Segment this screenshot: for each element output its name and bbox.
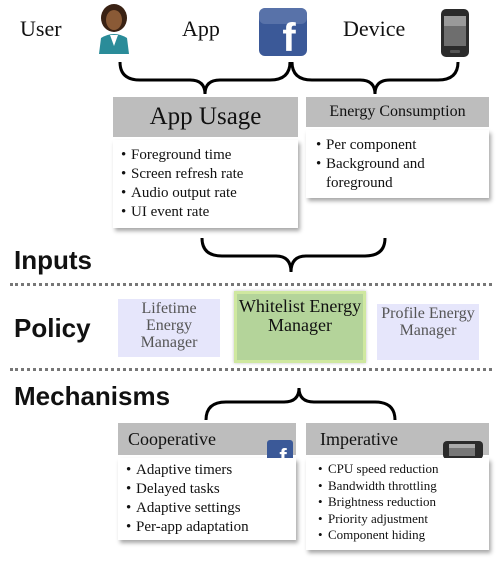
mechanisms-brace	[204, 387, 397, 421]
list-item: Screen refresh rate	[121, 165, 298, 184]
list-item: Bandwidth throttling	[318, 478, 489, 495]
list-item: Per component	[316, 136, 481, 155]
list-item: CPU speed reduction	[318, 461, 489, 478]
list-item: Audio output rate	[121, 184, 298, 203]
svg-text:f: f	[279, 444, 287, 466]
user-label: User	[20, 16, 62, 41]
list-item: Adaptive settings	[126, 499, 296, 518]
app-usage-brace	[118, 61, 292, 95]
app-usage-panel: Foreground time Screen refresh rate Audi…	[113, 140, 298, 228]
list-item: Background and foreground	[316, 155, 481, 193]
mechanisms-heading: Mechanisms	[14, 381, 171, 411]
list-item: Component hiding	[318, 527, 489, 544]
phone-icon	[443, 441, 483, 459]
list-item: Priority adjustment	[318, 511, 489, 528]
energy-brace	[290, 61, 460, 95]
divider	[10, 368, 492, 371]
cooperative-panel: Adaptive timers Delayed tasks Adaptive s…	[118, 458, 296, 540]
list-item: Foreground time	[121, 146, 298, 165]
phone-icon	[440, 8, 470, 58]
inputs-heading: Inputs	[14, 245, 92, 275]
facebook-icon: f	[259, 8, 307, 60]
lifetime-energy-manager: Lifetime Energy Manager	[118, 299, 220, 357]
energy-consumption-panel: Per component Background and foreground	[306, 130, 489, 198]
inputs-brace	[200, 237, 387, 273]
list-item: Brightness reduction	[318, 494, 489, 511]
person-icon	[95, 2, 133, 54]
app-usage-title: App Usage	[113, 97, 298, 137]
list-item: Delayed tasks	[126, 480, 296, 499]
list-item: Adaptive timers	[126, 461, 296, 480]
policy-heading: Policy	[14, 313, 91, 343]
list-item: Per-app adaptation	[126, 518, 296, 537]
cooperative-title: Cooperative	[118, 423, 296, 455]
imperative-panel: CPU speed reduction Bandwidth throttling…	[306, 458, 489, 550]
profile-energy-manager: Profile Energy Manager	[377, 304, 479, 360]
energy-consumption-title: Energy Consumption	[306, 97, 489, 127]
list-item: UI event rate	[121, 203, 298, 222]
device-label: Device	[343, 16, 406, 41]
whitelist-energy-manager: Whitelist Energy Manager	[234, 291, 366, 363]
svg-text:f: f	[282, 16, 296, 56]
app-label: App	[182, 16, 220, 41]
divider	[10, 283, 492, 286]
